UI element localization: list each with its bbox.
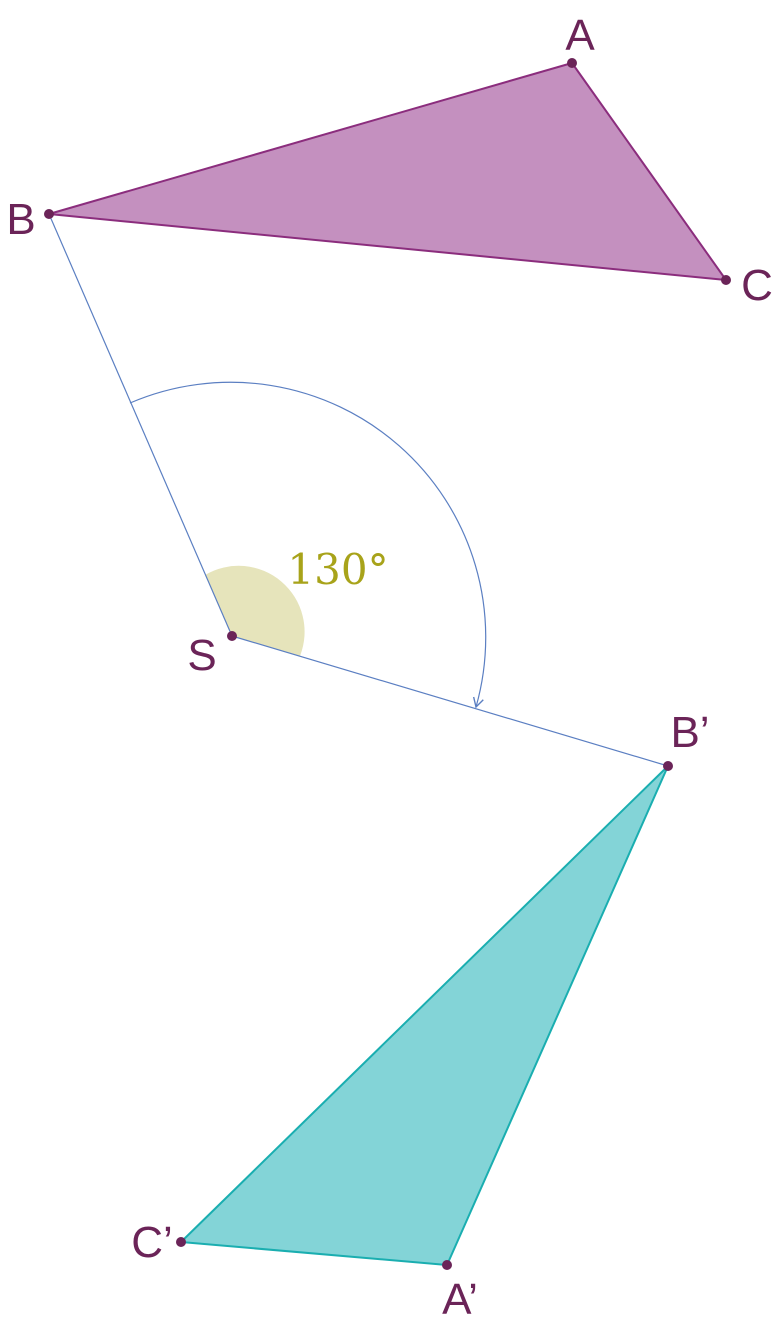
label-b-prime: B’ (670, 708, 709, 757)
point-s (227, 631, 237, 641)
point-b-prime (663, 761, 673, 771)
rotation-arrow-arc (129, 381, 487, 709)
point-a (567, 58, 577, 68)
triangle-abc (48, 62, 727, 281)
triangle-a-prime-b-prime-c-prime (180, 765, 669, 1266)
angle-label: 130° (287, 545, 388, 594)
segment-s-b-prime (231, 635, 669, 767)
label-s: S (187, 631, 216, 680)
label-c-prime: C’ (131, 1218, 173, 1267)
label-c: C (741, 261, 773, 310)
angle-sector (205, 565, 305, 656)
label-a-prime: A’ (442, 1275, 478, 1322)
point-c (721, 275, 731, 285)
label-a: A (565, 11, 595, 60)
segment-s-b (48, 213, 233, 637)
point-b (44, 209, 54, 219)
point-a-prime (442, 1260, 452, 1270)
label-b: B (6, 195, 35, 244)
point-c-prime (176, 1237, 186, 1247)
